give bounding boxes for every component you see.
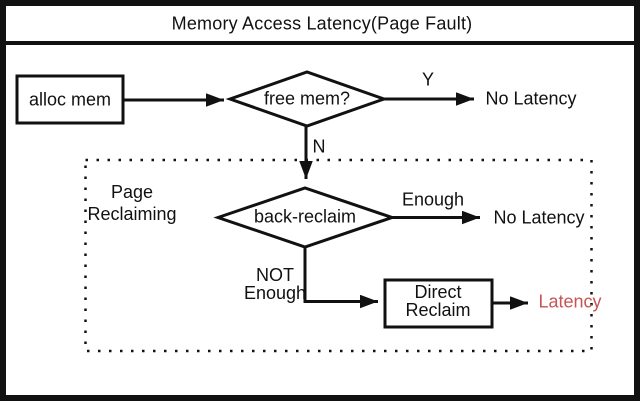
direct-reclaim-label-line2: Reclaim bbox=[405, 300, 471, 320]
page-reclaiming-label-line2: Reclaiming bbox=[87, 204, 177, 224]
not-enough-label-line1: NOT bbox=[256, 265, 294, 285]
yes-edge-label: Y bbox=[421, 69, 435, 90]
page-reclaiming-region bbox=[84, 158, 593, 353]
not-enough-label-line2: Enough bbox=[243, 283, 307, 303]
back-reclaim-label: back-reclaim bbox=[253, 206, 357, 227]
direct-reclaim-box bbox=[383, 278, 494, 329]
not-enough-edge-label: NOT Enough bbox=[244, 266, 306, 302]
page-reclaiming-label-line1: Page bbox=[110, 182, 154, 202]
no-latency-reclaim-label: No Latency bbox=[493, 207, 585, 228]
direct-reclaim-label: Direct Reclaim bbox=[405, 283, 470, 319]
direct-reclaim-label-line1: Direct bbox=[414, 282, 462, 302]
alloc-mem-box bbox=[15, 74, 125, 125]
alloc-mem-label: alloc mem bbox=[28, 89, 112, 110]
no-edge-label: N bbox=[312, 136, 326, 157]
free-mem-label: free mem? bbox=[263, 88, 351, 109]
arrow-backreclaim-notenough bbox=[303, 247, 378, 309]
page-title: Memory Access Latency(Page Fault) bbox=[171, 13, 473, 34]
latency-label: Latency bbox=[538, 291, 602, 312]
enough-edge-label: Enough bbox=[401, 189, 465, 210]
no-latency-free-label: No Latency bbox=[485, 88, 577, 109]
page-reclaiming-label: Page Reclaiming bbox=[87, 181, 176, 225]
